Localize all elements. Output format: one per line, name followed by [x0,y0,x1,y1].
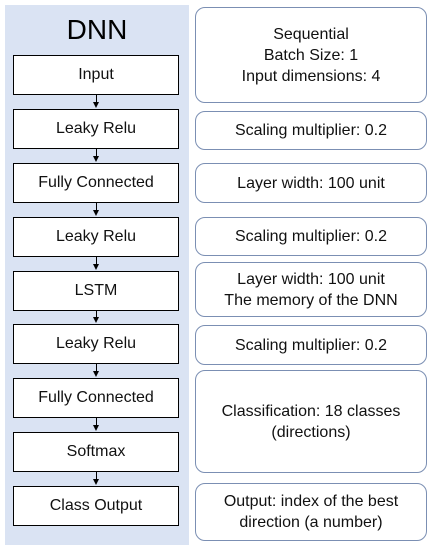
layer-leaky-relu-2: Leaky Relu [13,217,179,257]
description-sequential: Sequential Batch Size: 1 Input dimension… [195,7,427,103]
arrow-head [93,479,99,485]
arrow-shaft [96,418,97,426]
description-line: direction (a number) [239,514,383,531]
arrow-head [93,264,99,270]
description-classification: Classification: 18 classes (directions) [195,370,427,473]
arrow-shaft [96,472,97,480]
layer-leaky-relu-3: Leaky Relu [13,324,179,364]
arrow-shaft [96,203,97,211]
arrow-shaft [96,95,97,103]
arrow-shaft [96,149,97,157]
description-line: Scaling multiplier: 0.2 [234,336,388,354]
description-line: Scaling multiplier: 0.2 [234,228,388,245]
layer-input: Input [13,55,179,95]
layer-softmax: Softmax [13,432,179,472]
description-line: Batch Size: 1 [263,46,359,64]
description-leaky-relu-2: Scaling multiplier: 0.2 [195,217,427,256]
description-line: Output: index of the best [223,493,399,510]
layer-leaky-relu-1: Leaky Relu [13,109,179,149]
description-lstm: Layer width: 100 unit The memory of the … [195,262,427,317]
layer-class-output: Class Output [13,486,179,526]
arrow-head [93,371,99,377]
description-line: Input dimensions: 4 [241,67,381,85]
arrow-head [93,102,99,108]
description-leaky-relu-1: Scaling multiplier: 0.2 [195,111,427,150]
layer-fully-connected-2: Fully Connected [13,378,179,418]
arrow-head [93,425,99,431]
arrow-head [93,317,99,323]
arrow-shaft [96,257,97,265]
diagram-title: DNN [66,14,128,45]
description-fully-connected-1: Layer width: 100 unit [195,163,427,203]
description-line: Layer width: 100 unit [237,174,385,192]
description-leaky-relu-3: Scaling multiplier: 0.2 [195,325,427,365]
description-line: Sequential [273,25,349,43]
arrow-shaft [96,364,97,372]
description-line: The memory of the DNN [224,291,398,309]
arrow-head [93,210,99,216]
description-line: Classification: 18 classes [221,402,401,420]
arrow-head [93,156,99,162]
description-line: Layer width: 100 unit [237,270,385,288]
description-line: (directions) [271,423,351,441]
layer-fully-connected-1: Fully Connected [13,163,179,203]
description-output: Output: index of the best direction (a n… [195,483,427,541]
arrow-shaft [96,311,97,318]
layer-lstm: LSTM [13,271,179,311]
description-line: Scaling multiplier: 0.2 [234,122,388,139]
